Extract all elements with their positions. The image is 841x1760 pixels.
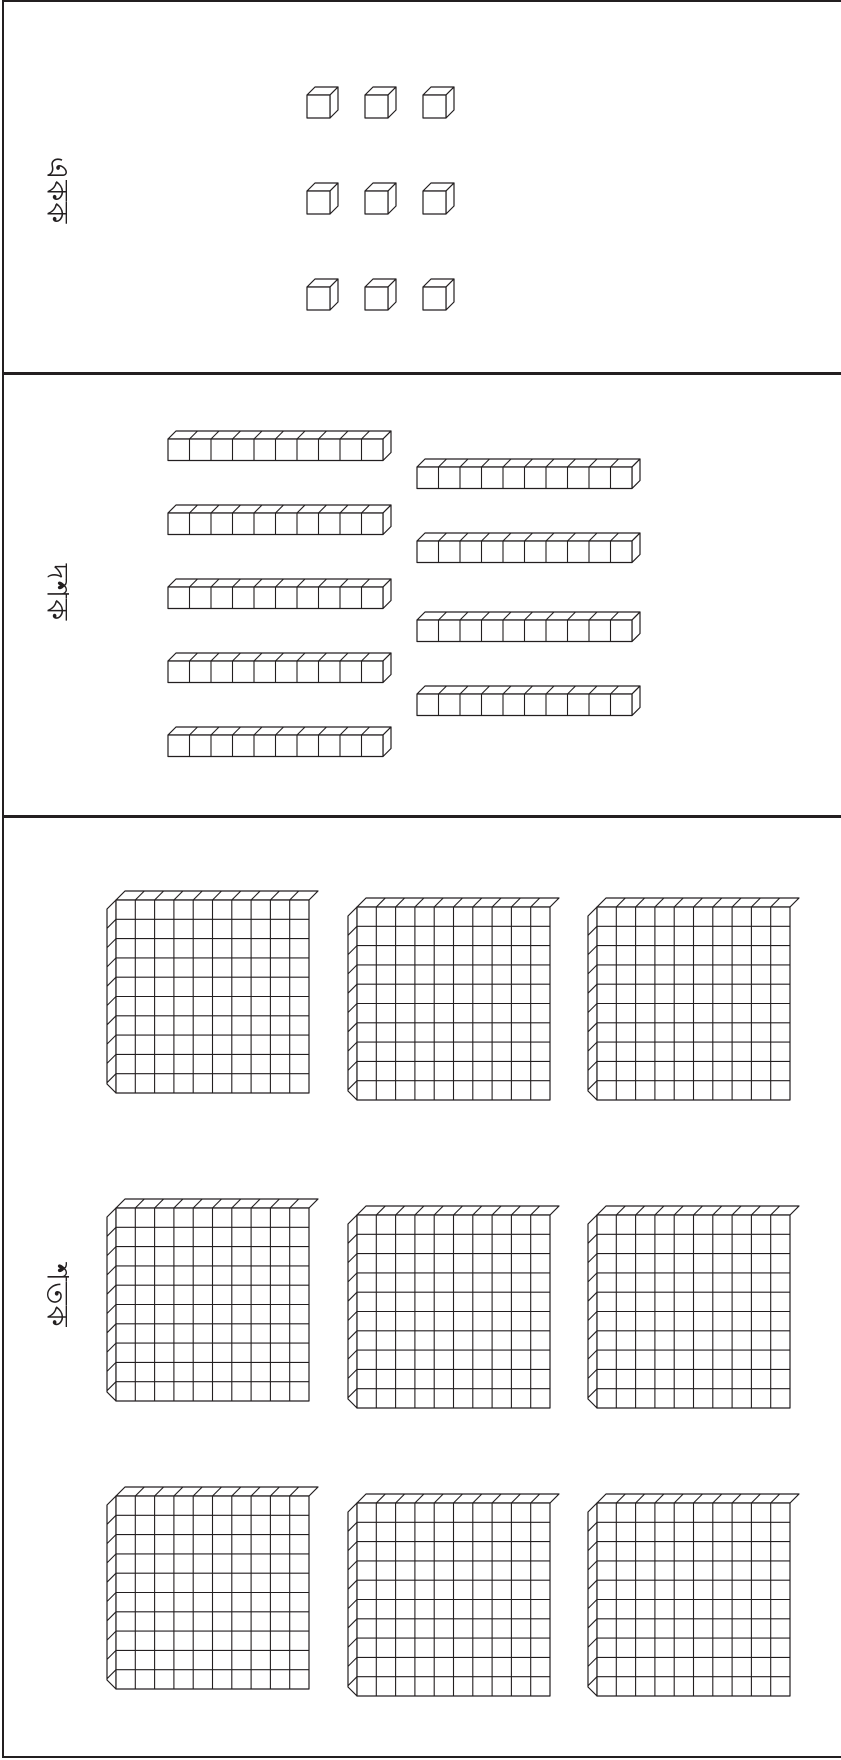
unit-cube <box>365 279 396 310</box>
unit-cube <box>307 279 338 310</box>
unit-cube <box>423 183 454 214</box>
unit-cubes-group <box>0 0 841 372</box>
ten-rod <box>168 505 391 535</box>
hundred-flat <box>588 1494 799 1696</box>
ten-rod <box>417 459 640 489</box>
ten-rod <box>168 653 391 683</box>
unit-cube <box>365 183 396 214</box>
hundred-flat <box>588 1206 799 1408</box>
hundred-flats-group <box>0 815 841 1758</box>
ten-rod <box>168 579 391 609</box>
ones-section: একক <box>0 0 841 372</box>
ten-rod <box>417 612 640 642</box>
ten-rods-group <box>0 372 841 815</box>
unit-cube <box>423 279 454 310</box>
unit-cube <box>307 183 338 214</box>
ten-rod <box>417 533 640 563</box>
hundred-flat <box>348 1494 559 1696</box>
hundreds-section: শতক <box>0 815 841 1758</box>
hundred-flat <box>107 1487 318 1689</box>
unit-cube <box>423 87 454 118</box>
unit-cube <box>365 87 396 118</box>
ten-rod <box>168 431 391 461</box>
hundred-flat <box>588 898 799 1100</box>
hundred-flat <box>107 1199 318 1401</box>
hundred-flat <box>107 891 318 1093</box>
tens-section: দশক <box>0 372 841 815</box>
ten-rod <box>417 686 640 716</box>
hundred-flat <box>348 898 559 1100</box>
hundred-flat <box>348 1206 559 1408</box>
unit-cube <box>307 87 338 118</box>
ten-rod <box>168 727 391 757</box>
